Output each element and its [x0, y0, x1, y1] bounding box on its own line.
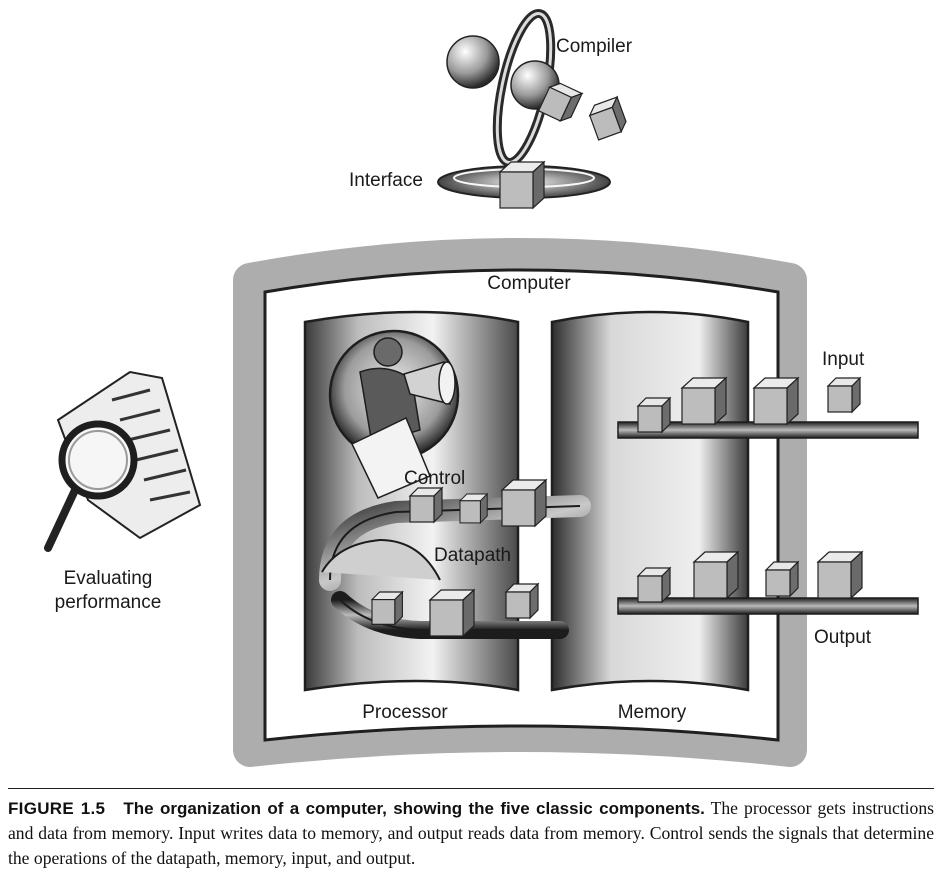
cube-icon	[753, 377, 799, 425]
cube-icon	[409, 487, 443, 523]
magnifier-handle	[44, 484, 80, 552]
cube-icon	[459, 493, 488, 524]
computer-label: Computer	[487, 273, 571, 294]
evaluating-performance-group: Evaluating performance	[44, 370, 202, 613]
evaluating-label-line1: Evaluating	[64, 568, 153, 589]
cube-icon	[827, 377, 861, 413]
sphere-icon	[446, 35, 500, 89]
caption-divider	[8, 788, 934, 789]
cube-icon	[637, 397, 671, 433]
cube-icon	[637, 567, 671, 603]
memory-label: Memory	[618, 702, 687, 723]
paper-icon	[350, 416, 431, 499]
person-head	[373, 337, 403, 367]
evaluating-label-line2: performance	[55, 592, 162, 613]
cube-icon	[501, 479, 547, 527]
control-unit: Control	[328, 329, 465, 499]
cube-icon	[765, 561, 799, 597]
cube-icon	[681, 377, 727, 425]
input-conveyor: Input	[617, 349, 919, 439]
compiler-interface-group: Compiler Interface	[349, 9, 633, 209]
figure-number: FIGURE 1.5	[8, 799, 106, 818]
compiler-label: Compiler	[556, 36, 633, 57]
cube-icon	[429, 589, 475, 637]
cube-icon	[817, 551, 863, 599]
magnifying-glass-icon	[58, 420, 138, 500]
output-conveyor: Output	[617, 551, 919, 648]
processor-label: Processor	[362, 702, 448, 723]
cube-icon	[586, 96, 630, 141]
input-label: Input	[822, 349, 865, 370]
control-label: Control	[404, 468, 465, 489]
datapath-label: Datapath	[434, 545, 511, 566]
output-label: Output	[814, 627, 872, 648]
datapath-belts: Datapath	[319, 479, 591, 639]
cube-icon	[371, 591, 403, 625]
memory-panel: Memory	[550, 310, 750, 723]
megaphone-icon	[403, 361, 451, 405]
figure-caption: FIGURE 1.5 The organization of a compute…	[8, 796, 934, 871]
caption-headline: The organization of a computer, showing …	[123, 799, 705, 818]
interface-label: Interface	[349, 170, 423, 191]
cube-icon	[499, 161, 545, 209]
computer-organization-illustration: Compiler Interface Evaluating performanc…	[44, 9, 919, 767]
cube-icon	[505, 583, 539, 619]
cube-icon	[693, 551, 739, 599]
caption-body: The processor gets instructions and data…	[8, 798, 934, 868]
datapath-arc	[321, 538, 441, 581]
